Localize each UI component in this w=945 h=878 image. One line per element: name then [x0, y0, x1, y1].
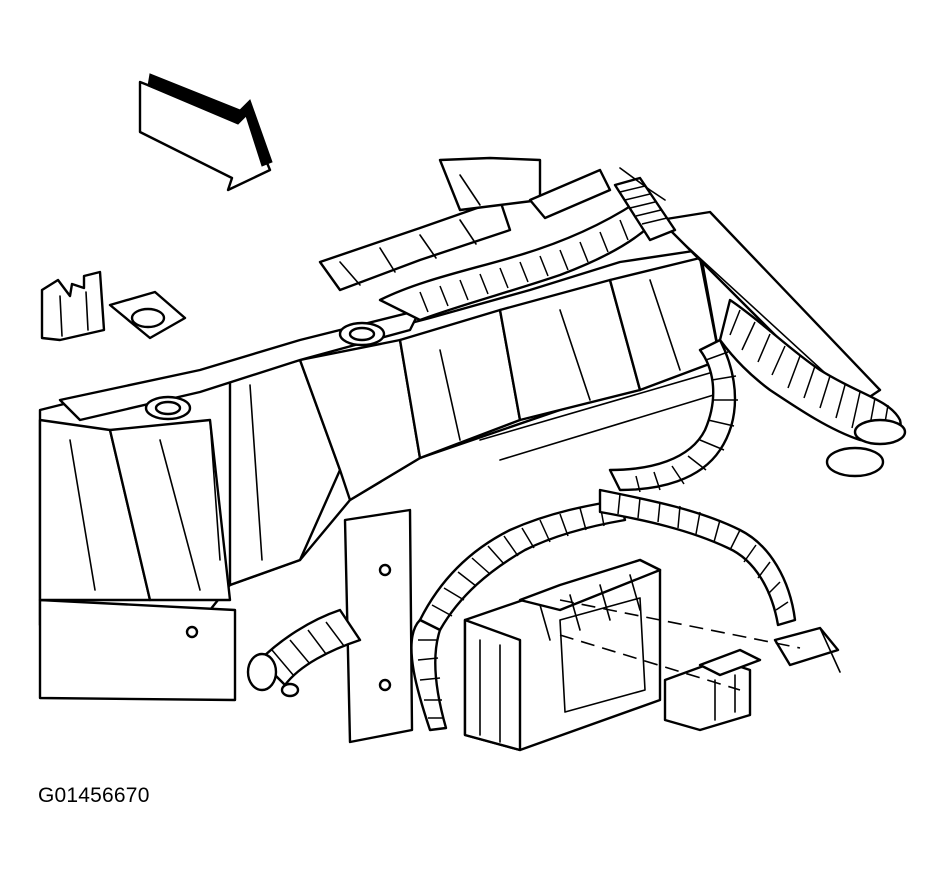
upper-wiring-harness [378, 167, 677, 322]
upper-mounting-bracket [58, 156, 612, 422]
view-direction-arrow [138, 73, 273, 192]
figure-id-label: G01456670 [38, 784, 150, 807]
lower-wiring-harness [410, 488, 797, 732]
harness-connector [663, 626, 841, 732]
electronic-control-module [463, 558, 662, 752]
connection-guide-line-2 [559, 634, 741, 691]
module-housing [38, 248, 731, 702]
right-wiring-harness [608, 298, 907, 493]
connection-guide-line [559, 599, 801, 649]
left-bracket [40, 270, 106, 342]
grommet-harness [246, 608, 362, 698]
mounting-plate [185, 508, 414, 744]
